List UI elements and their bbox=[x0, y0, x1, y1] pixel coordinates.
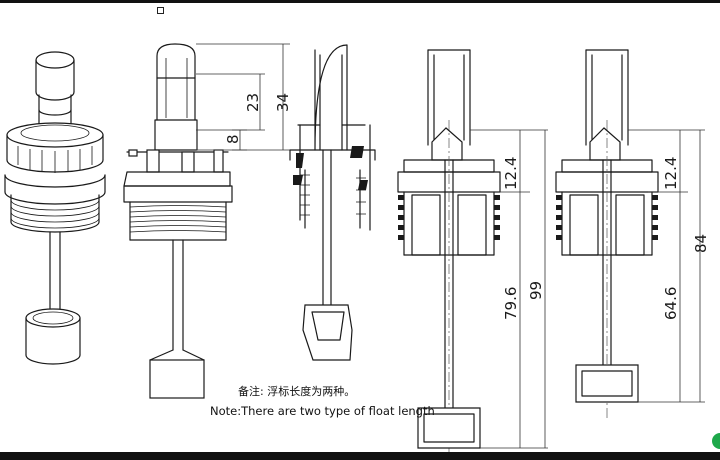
dim-long-head: 12.4 bbox=[502, 157, 520, 190]
dim-long-total: 99 bbox=[527, 281, 545, 300]
status-indicator-icon[interactable] bbox=[712, 433, 720, 449]
cutaway-view bbox=[289, 44, 376, 361]
top-border bbox=[0, 0, 720, 3]
isometric-view bbox=[4, 51, 106, 365]
dim-front-8: 8 bbox=[224, 134, 242, 144]
dim-front-23: 23 bbox=[244, 93, 262, 112]
dim-front-34: 34 bbox=[274, 93, 292, 112]
note-chinese: 备注: 浮标长度为两种。 bbox=[238, 385, 356, 398]
dim-short-float: 64.6 bbox=[662, 287, 680, 320]
bottom-border bbox=[0, 452, 720, 460]
section-short-view bbox=[555, 49, 705, 420]
dim-long-float: 79.6 bbox=[502, 287, 520, 320]
corner-marker bbox=[157, 7, 164, 14]
section-long-view bbox=[397, 49, 548, 455]
dim-short-head: 12.4 bbox=[662, 157, 680, 190]
note-english: Note:There are two type of float length bbox=[210, 404, 435, 418]
dim-short-total: 84 bbox=[692, 234, 710, 253]
front-view bbox=[123, 43, 290, 399]
